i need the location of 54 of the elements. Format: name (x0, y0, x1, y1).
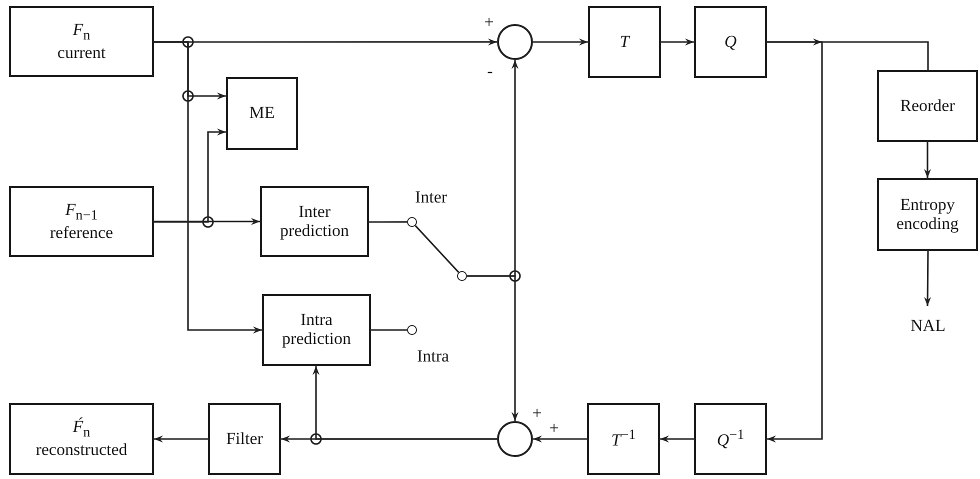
arrow (767, 41, 823, 442)
box-label: reference (50, 224, 114, 242)
box-label: current (57, 44, 106, 62)
process-box (260, 186, 369, 257)
summing-junction (497, 24, 533, 60)
process-box (208, 403, 281, 475)
process-box (226, 77, 298, 150)
process-box (588, 6, 661, 78)
box-label: ME (249, 104, 275, 123)
arrow (154, 128, 226, 223)
arrow (467, 275, 518, 421)
box-label: F́$_{n}$ (72, 418, 90, 442)
switch-terminal (407, 217, 417, 227)
switch-label: Intra (416, 348, 450, 364)
summing-junction (497, 421, 533, 457)
arrow (661, 38, 694, 46)
process-box (694, 403, 767, 475)
arrow (533, 38, 588, 46)
sign-label: + (484, 14, 494, 30)
process-box (9, 403, 154, 475)
process-box (9, 6, 154, 77)
box-label: Q (724, 32, 737, 52)
box-label: T$^{−1}$ (611, 428, 636, 450)
box-label: T (620, 32, 630, 52)
box-label: Q$^{−1}$ (716, 428, 744, 450)
process-box (587, 403, 660, 475)
sign-label: + (532, 404, 542, 422)
box-label: Filter (226, 430, 263, 448)
process-box (877, 70, 978, 142)
box-label: F$_{n}$ (72, 20, 90, 44)
arrow (533, 436, 587, 442)
arrow (660, 436, 694, 442)
arrow (924, 142, 931, 178)
process-box (694, 6, 767, 78)
box-label: Inter prediction (279, 202, 350, 240)
box-label: reconstructed (36, 441, 128, 460)
switch-label: Inter (414, 188, 448, 206)
arrow (154, 218, 260, 225)
process-box (262, 294, 371, 366)
process-box (877, 178, 978, 251)
box-label: NAL (910, 316, 946, 336)
arrow (154, 41, 262, 334)
switch-terminal (457, 271, 467, 281)
arrow (924, 251, 932, 306)
box-label: Entropy encoding (895, 196, 960, 234)
box-label: Reorder (900, 96, 955, 116)
box-label: F$_{n−1}$ (65, 200, 98, 224)
arrow (154, 436, 208, 442)
arrow (312, 366, 497, 440)
sign-label: - (487, 62, 493, 80)
process-box (9, 186, 154, 257)
switch-terminal (407, 325, 417, 335)
box-label: Intra prediction (281, 311, 352, 349)
sign-label: + (549, 420, 559, 436)
